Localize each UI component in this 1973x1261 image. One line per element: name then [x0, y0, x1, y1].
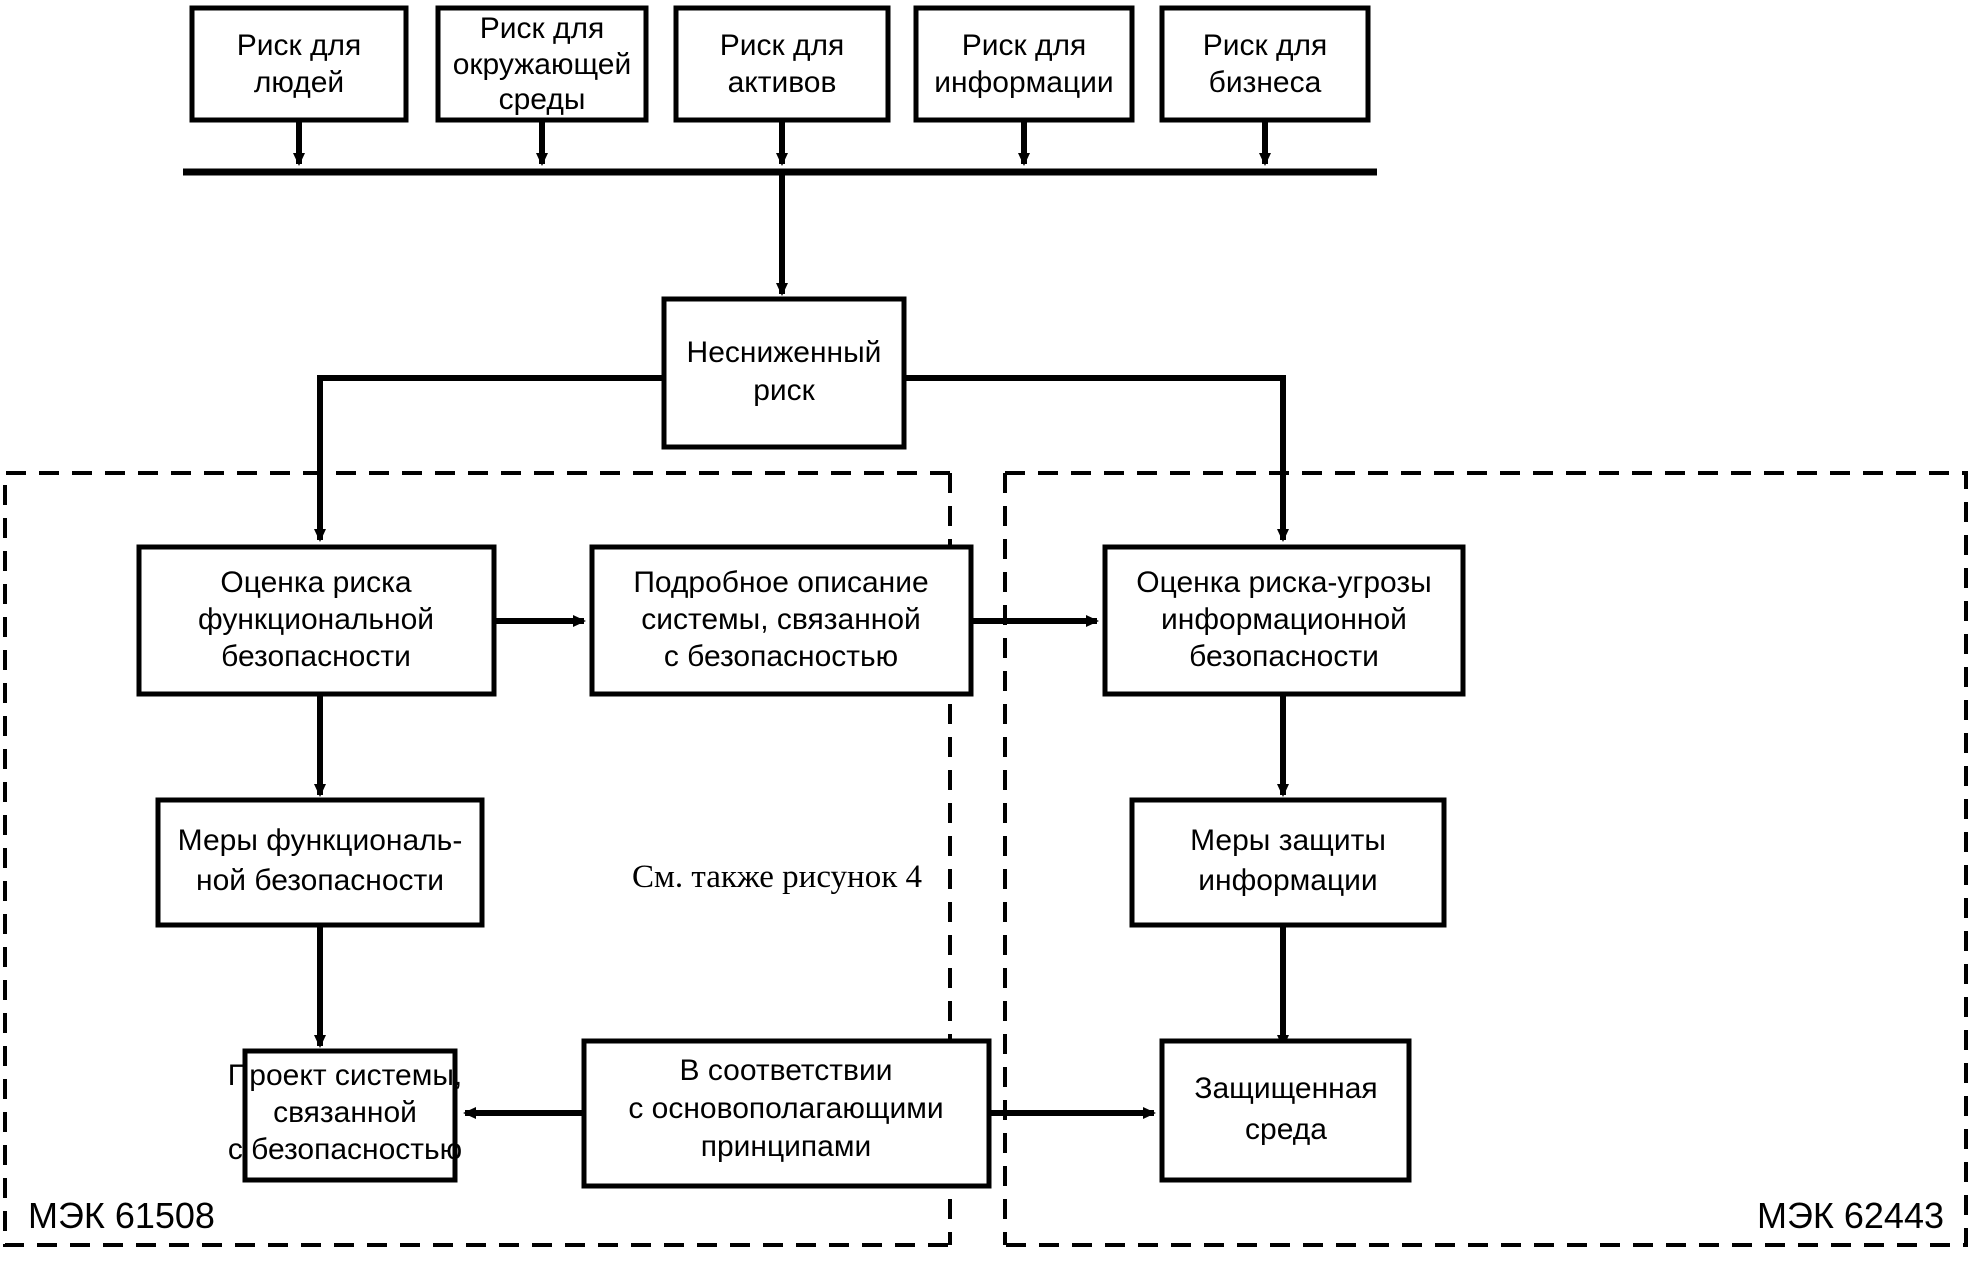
box-risk-information[interactable]	[913, 5, 1135, 123]
label-unreduced-risk: Несниженный	[687, 336, 882, 369]
box-risk-business[interactable]	[1159, 5, 1371, 123]
box-functional-safety-measures[interactable]	[155, 797, 485, 928]
label-information-protection-measures-2: информации	[1198, 864, 1377, 897]
label-risk-information: Риск для	[962, 29, 1086, 62]
label-standard-iec-61508: МЭК 61508	[28, 1195, 215, 1236]
box-information-protection-measures[interactable]	[1129, 797, 1447, 928]
label-functional-safety-risk-assessment-2: функциональной	[198, 603, 434, 636]
label-information-protection-measures: Меры защиты	[1190, 824, 1386, 857]
label-risk-assets: Риск для	[720, 29, 844, 62]
connector-unreduced-to-left-assessment	[314, 375, 664, 542]
label-risk-people-2: людей	[254, 66, 344, 99]
label-safety-related-system-design-2: связанной	[273, 1096, 417, 1129]
box-information-security-risk-assessment[interactable]	[1102, 544, 1466, 697]
box-safety-related-system-design[interactable]	[242, 1048, 458, 1183]
label-risk-information-2: информации	[934, 66, 1113, 99]
label-risk-people: Риск для	[237, 29, 361, 62]
label-functional-safety-risk-assessment-3: безопасности	[221, 640, 411, 673]
label-safety-related-system-design-3: с безопасностью	[228, 1133, 462, 1166]
box-risk-assets[interactable]	[673, 5, 891, 123]
box-risk-environment[interactable]	[435, 5, 649, 123]
label-safety-system-description: Подробное описание	[633, 566, 928, 599]
label-protected-environment: Защищенная	[1194, 1072, 1377, 1105]
label-risk-environment-3: среды	[499, 83, 586, 116]
label-unreduced-risk-2: риск	[753, 374, 815, 407]
box-unreduced-risk[interactable]	[661, 296, 907, 450]
label-risk-business-2: бизнеса	[1209, 66, 1322, 99]
label-information-security-risk-assessment-2: информационной	[1161, 603, 1407, 636]
label-fundamental-principles-2: с основополагающими	[628, 1092, 943, 1125]
label-safety-related-system-design: Проект системы,	[228, 1059, 463, 1092]
iec-62443-region	[1005, 471, 1968, 1247]
label-functional-safety-measures-2: ной безопасности	[196, 864, 444, 897]
label-fundamental-principles: В соответствии	[679, 1054, 892, 1087]
box-safety-system-description[interactable]	[589, 544, 974, 697]
label-protected-environment-2: среда	[1245, 1113, 1327, 1146]
label-see-figure-4-note: См. также рисунок 4	[632, 859, 922, 895]
label-safety-system-description-3: с безопасностью	[664, 640, 898, 673]
label-risk-environment-2: окружающей	[453, 48, 632, 81]
label-functional-safety-risk-assessment: Оценка риска	[220, 566, 411, 599]
box-risk-people[interactable]	[189, 5, 409, 123]
iec-61508-region	[3, 471, 950, 1247]
label-functional-safety-measures: Меры функциональ-	[178, 824, 463, 857]
label-risk-business: Риск для	[1203, 29, 1327, 62]
connector-unreduced-to-right-assessment	[904, 375, 1289, 542]
label-standard-iec-62443: МЭК 62443	[1757, 1195, 1944, 1236]
label-information-security-risk-assessment-3: безопасности	[1189, 640, 1379, 673]
box-protected-environment[interactable]	[1159, 1038, 1412, 1183]
label-information-security-risk-assessment: Оценка риска-угрозы	[1136, 566, 1431, 599]
label-risk-assets-2: активов	[728, 66, 837, 99]
label-fundamental-principles-3: принципами	[701, 1130, 872, 1163]
label-risk-environment: Риск для	[480, 12, 604, 45]
label-safety-system-description-2: системы, связанной	[641, 603, 921, 636]
